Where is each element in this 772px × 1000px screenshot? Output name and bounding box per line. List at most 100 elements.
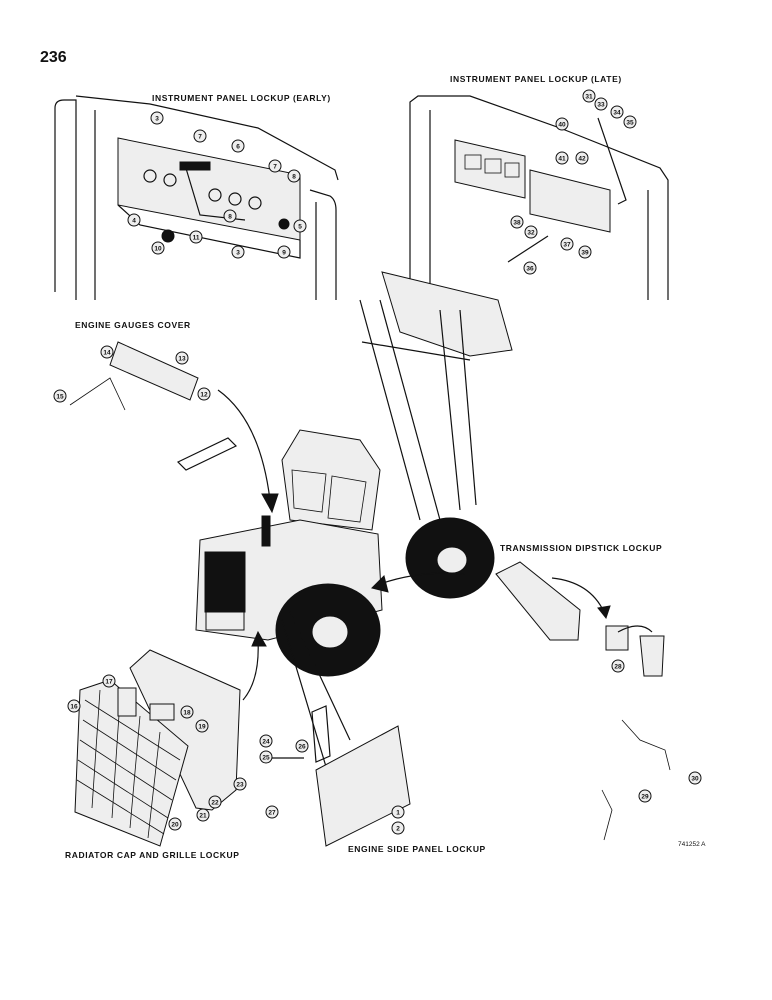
lift-arm-right: [439, 309, 461, 511]
callout-label: 33: [597, 102, 605, 109]
callout-balloon: [53, 389, 67, 403]
callout-label: 6: [236, 144, 240, 151]
callout-balloon: [231, 245, 245, 259]
callout-label: 15: [56, 394, 64, 401]
callout-balloon: [127, 213, 141, 227]
callout-label: 28: [614, 664, 622, 671]
callout-label: 38: [513, 220, 521, 227]
key-late: [507, 235, 549, 263]
exhaust-stack: [261, 515, 271, 547]
cross-tube: [361, 341, 471, 361]
callout-balloon: [259, 750, 273, 764]
callout-label: 5: [298, 224, 302, 231]
callout-balloon: [293, 219, 307, 233]
callout-balloon: [277, 245, 291, 259]
title-panel-late: INSTRUMENT PANEL LOCKUP (LATE): [450, 74, 622, 84]
callout-balloon: [223, 209, 237, 223]
title-radiator: RADIATOR CAP AND GRILLE LOCKUP: [65, 850, 239, 860]
callout-label: 24: [262, 739, 270, 746]
callout-balloon: [391, 821, 405, 835]
arrowhead-gauges: [261, 493, 279, 514]
callout-label: 30: [691, 776, 699, 783]
lift-arm-right-2: [459, 309, 477, 506]
grille-mesh: [76, 689, 181, 839]
callout-balloon: [268, 159, 282, 173]
cab-pillar-early: [54, 99, 77, 300]
callout-balloon: [168, 817, 182, 831]
callout-balloon: [523, 261, 537, 275]
side-panel-group: ENGINE SIDE PANEL LOCKUP 24 25 26 27 1 2: [259, 705, 485, 854]
callout-label: 25: [262, 755, 270, 762]
callout-label: 23: [236, 782, 244, 789]
callout-label: 41: [558, 156, 566, 163]
callout-balloon: [610, 105, 624, 119]
callout-label: 18: [183, 710, 191, 717]
title-dipstick: TRANSMISSION DIPSTICK LOCKUP: [500, 543, 662, 553]
callout-balloon: [524, 225, 538, 239]
gauge-box-2: [484, 158, 502, 174]
callouts-side-panel: 24 25 26 27 1 2: [259, 734, 405, 835]
callout-balloon: [233, 777, 247, 791]
callout-balloon: [555, 117, 569, 131]
gauge-2-early: [163, 173, 177, 187]
callout-label: 22: [211, 800, 219, 807]
callout-balloon: [688, 771, 702, 785]
arrow-dipstick-detail: [551, 577, 605, 613]
callout-balloon: [175, 351, 189, 365]
grille-lower: [205, 611, 245, 631]
leader-side-panel-1: [281, 619, 331, 781]
callout-balloon: [295, 739, 309, 753]
callout-label: 3: [236, 250, 240, 257]
callouts-dipstick: 28 30 29: [611, 659, 702, 803]
padlock-early: [161, 229, 175, 243]
reference-code: 741252 A: [678, 841, 706, 848]
callout-balloon: [638, 789, 652, 803]
callout-label: 32: [527, 230, 535, 237]
callout-balloon: [196, 808, 210, 822]
callout-label: 27: [268, 810, 276, 817]
callout-label: 16: [70, 704, 78, 711]
lock-bar-early: [179, 161, 211, 171]
radiator-housing: [129, 649, 241, 811]
callout-balloon: [582, 89, 596, 103]
title-panel-early: INSTRUMENT PANEL LOCKUP (EARLY): [152, 93, 331, 103]
gauge-3-early: [208, 188, 222, 202]
callout-balloon: [193, 129, 207, 143]
dipstick-padlock: [605, 625, 629, 651]
callout-label: 1: [396, 810, 400, 817]
callout-label: 17: [105, 679, 113, 686]
dipstick-group: TRANSMISSION DIPSTICK LOCKUP 28 30 29: [495, 543, 702, 841]
callout-balloon: [180, 705, 194, 719]
callout-balloon: [102, 674, 116, 688]
callout-label: 29: [641, 794, 649, 801]
gauge-5-early: [248, 196, 262, 210]
instrument-panel-early: [117, 137, 301, 241]
callout-balloon: [560, 237, 574, 251]
callout-label: 42: [578, 156, 586, 163]
arrowhead-dipstick: [371, 575, 389, 593]
callout-label: 12: [200, 392, 208, 399]
gauge-cluster-late: [454, 139, 526, 199]
lift-arm-left: [359, 299, 421, 521]
title-engine-gauges: ENGINE GAUGES COVER: [75, 320, 191, 330]
callout-label: 11: [193, 235, 200, 242]
callout-label: 4: [132, 218, 136, 225]
arrow-radiator: [242, 639, 259, 701]
cab-outline-late: [409, 95, 669, 300]
callout-balloon: [100, 345, 114, 359]
callout-label: 2: [396, 826, 400, 833]
panel-lower-early: [117, 204, 301, 259]
dipstick-detail-lower: [621, 719, 671, 771]
front-wheel-hub: [311, 615, 349, 649]
callout-label: 26: [298, 744, 306, 751]
callout-balloon: [555, 151, 569, 165]
arrowhead-radiator: [251, 630, 267, 647]
gauge-box-3: [504, 162, 520, 178]
callout-label: 3: [155, 116, 159, 123]
callout-label: 35: [626, 120, 634, 127]
callout-balloon: [231, 139, 245, 153]
engine-side-panel: [315, 725, 411, 847]
page-number: 236: [40, 49, 67, 66]
